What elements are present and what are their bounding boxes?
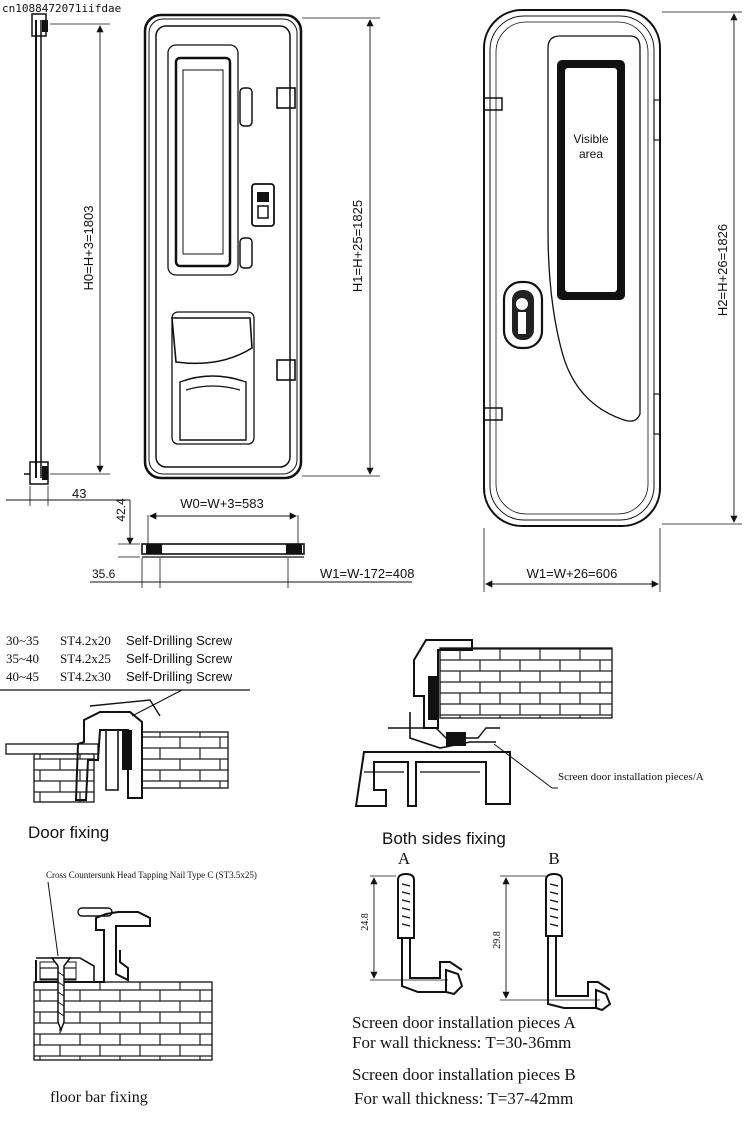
back-width-label: W1=W+26=606	[527, 566, 618, 581]
piece-a-height: 24.8	[360, 913, 371, 931]
piece-b-title: Screen door installation pieces B	[352, 1065, 576, 1084]
nail-callout: Cross Countersunk Head Tapping Nail Type…	[46, 870, 257, 880]
piece-b-thickness: For wall thickness: T=37-42mm	[354, 1089, 573, 1108]
door-front-view: H1=H+25=1825	[143, 13, 380, 480]
bar-width-label: W1=W-172=408	[320, 566, 414, 581]
screw-range-3: 40~45	[6, 669, 39, 684]
piece-a-thickness: For wall thickness: T=30-36mm	[352, 1033, 571, 1052]
screw-desc-1: Self-Drilling Screw	[126, 633, 233, 648]
piece-b-height: 29.8	[492, 931, 503, 949]
screw-desc-2: Self-Drilling Screw	[126, 651, 233, 666]
inner-width-label: W0=W+3=583	[180, 496, 263, 511]
visible-area-label-2: area	[579, 147, 603, 161]
bottom-thickness-label: 42.4	[114, 498, 128, 522]
screw-size-2: ST4.2x25	[60, 651, 111, 666]
side-depth-label: 43	[72, 486, 86, 501]
piece-a-letter: A	[398, 849, 411, 868]
door-fixing-detail: 30~35 ST4.2x20 Self-Drilling Screw 35~40…	[0, 633, 250, 842]
screw-desc-3: Self-Drilling Screw	[126, 669, 233, 684]
door-back-view: Visible area H2=H+26=1826 W1=W+26=606	[483, 9, 742, 592]
screen-door-callout: Screen door installation pieces/A	[558, 771, 704, 783]
frame-height-label: H1=H+25=1825	[350, 200, 365, 292]
both-sides-caption: Both sides fixing	[382, 829, 506, 848]
piece-b-letter: B	[548, 849, 559, 868]
floor-bar-caption: floor bar fixing	[50, 1089, 148, 1106]
both-sides-fixing-detail: Screen door installation pieces/A Both s…	[354, 639, 704, 848]
piece-b-detail: B 29.8	[492, 849, 612, 1012]
screw-size-3: ST4.2x30	[60, 669, 111, 684]
floor-bar-fixing-detail: Cross Countersunk Head Tapping Nail Type…	[33, 870, 257, 1106]
bottom-offset-label: 35.6	[92, 567, 116, 581]
back-height-label: H2=H+26=1826	[715, 224, 730, 316]
lock-icon	[251, 183, 275, 227]
side-profile-view: H0=H+3=1803 43	[6, 13, 130, 506]
bottom-bar-view: 42.4 W0=W+3=583 35.6 W1=W-172=408	[90, 496, 414, 588]
piece-a-detail: A 24.8	[360, 849, 464, 996]
screw-range-1: 30~35	[6, 633, 39, 648]
screw-range-2: 35~40	[6, 651, 39, 666]
screw-size-1: ST4.2x20	[60, 633, 111, 648]
door-handle-icon	[502, 280, 544, 350]
watermark-text: cn1088472071iifdae	[2, 2, 121, 15]
side-height-label: H0=H+3=1803	[81, 206, 96, 291]
door-fixing-caption: Door fixing	[28, 823, 109, 842]
visible-area-label-1: Visible	[573, 132, 608, 146]
piece-a-title: Screen door installation pieces A	[352, 1013, 576, 1032]
